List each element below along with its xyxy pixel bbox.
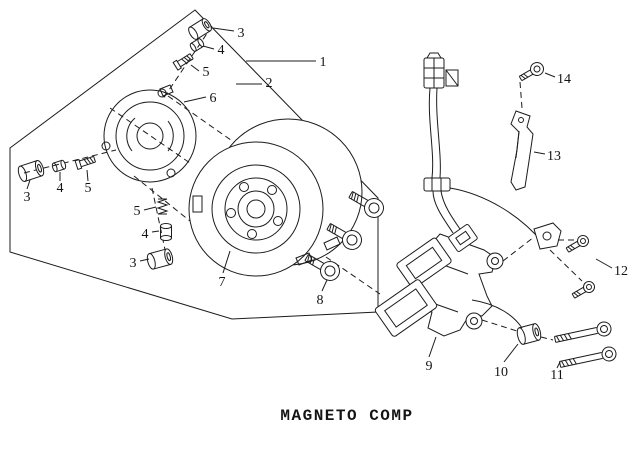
rotor-bolt-2: [326, 223, 362, 250]
part-label-4-top: 4: [218, 43, 225, 58]
part-label-3-left: 3: [24, 190, 31, 205]
part-label-14: 14: [557, 72, 571, 87]
part-labels: 1 2 3 4 5 6 3 4 5 5 4 3 7 8 9 10 11 12 1…: [24, 26, 629, 383]
mounting-bolt-2: [558, 346, 617, 368]
collar-part-4-left: [51, 159, 67, 173]
part-label-10: 10: [494, 365, 508, 380]
part-label-12: 12: [614, 264, 628, 279]
stator-coil-assembly: [374, 224, 504, 337]
part-label-5-top: 5: [203, 65, 210, 80]
part-label-8: 8: [317, 293, 324, 308]
rotor-bolt-1: [348, 191, 384, 218]
wire-clamp: [533, 222, 562, 250]
wire-guide-bracket: [510, 110, 534, 191]
assembly-boundary-outline: [9, 9, 379, 320]
part-label-3-mid: 3: [130, 256, 137, 271]
hardware-alignment-dashed-lines: [481, 81, 583, 341]
spring-part-5-mid: [156, 198, 169, 215]
part-label-4-left: 4: [57, 181, 64, 196]
part-label-6: 6: [210, 91, 217, 106]
part-label-1: 1: [320, 55, 327, 70]
part-label-3-top: 3: [238, 26, 245, 41]
screw-part-5-left: [74, 155, 96, 170]
collar-part-4-top: [189, 38, 205, 52]
rotor-bolt-3: [304, 254, 340, 281]
part-label-4-mid: 4: [142, 227, 149, 242]
nut-part-3-top: [188, 18, 212, 40]
part-label-7: 7: [219, 275, 226, 290]
part-label-5-mid: 5: [134, 204, 141, 219]
nut-part-3-mid: [146, 248, 174, 270]
flywheel-rotor: [188, 118, 363, 277]
stator-base-plate: [101, 84, 197, 183]
part-label-13: 13: [547, 149, 561, 164]
clamp-screw-1: [565, 235, 589, 253]
screw-part-5-top: [172, 53, 194, 71]
nut-part-3-left: [17, 160, 45, 182]
part-label-11: 11: [550, 368, 563, 383]
wire-harness: [423, 87, 544, 329]
rubber-grommet: [516, 323, 542, 345]
wire-connector: [423, 52, 459, 89]
flange-bolt-part-14: [518, 62, 544, 82]
part-label-2: 2: [266, 76, 273, 91]
collar-part-4-mid: [160, 223, 172, 241]
diagram-title: MAGNETO COMP: [280, 407, 413, 425]
mounting-bolt-1: [553, 321, 612, 343]
clamp-screw-2: [571, 281, 595, 299]
label-leader-lines: [26, 27, 613, 369]
part-label-5-left: 5: [85, 181, 92, 196]
part-label-9: 9: [426, 359, 433, 374]
